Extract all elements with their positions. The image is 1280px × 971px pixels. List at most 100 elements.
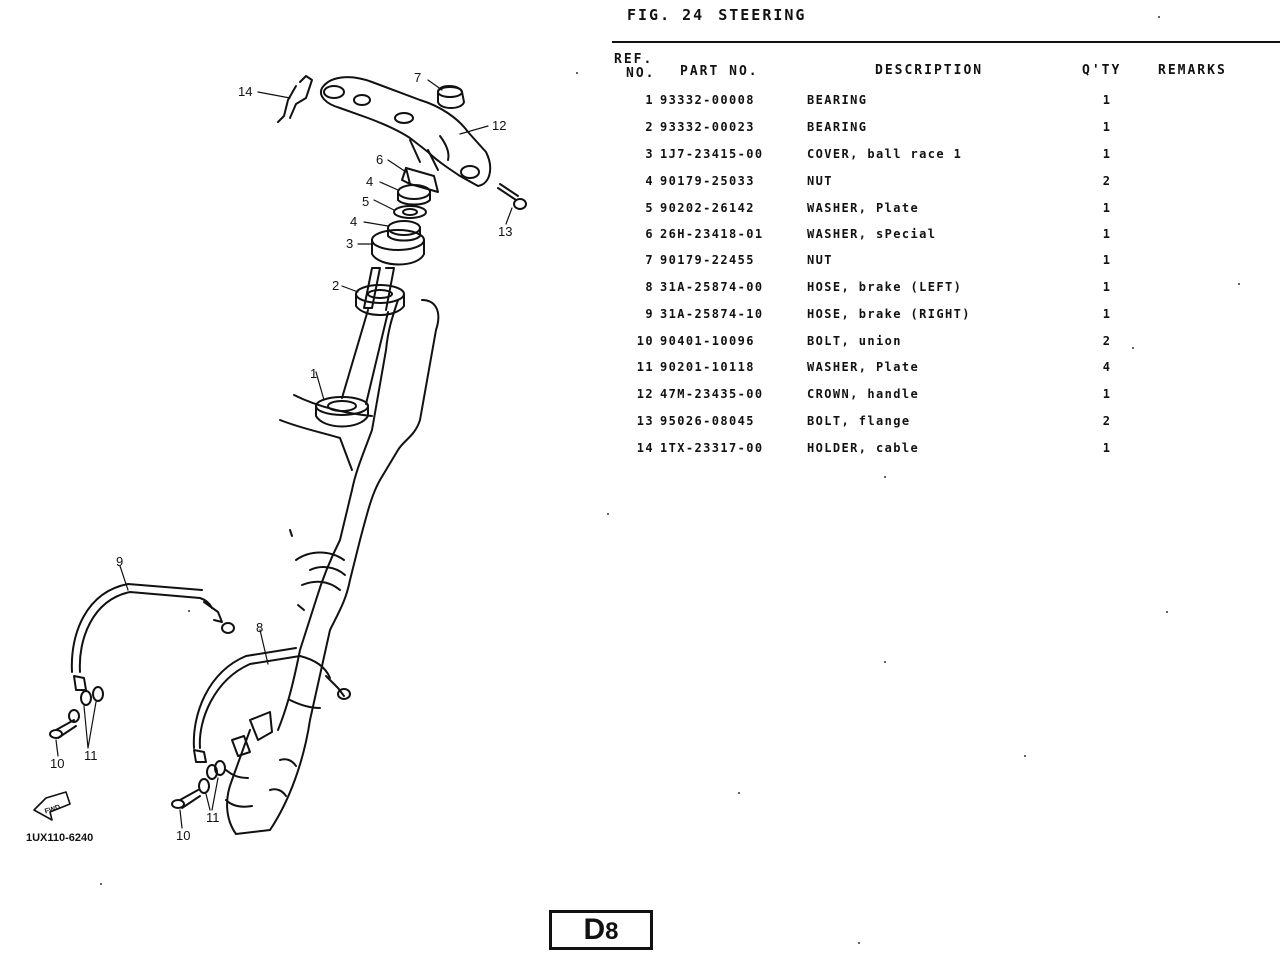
callout-10-left: 10 <box>176 828 190 843</box>
header-remarks: REMARKS <box>1158 63 1227 78</box>
quantity: 1 <box>1102 441 1112 455</box>
header-rule <box>612 41 1280 43</box>
callout-4-lower: 4 <box>350 214 357 229</box>
scan-speck <box>858 942 860 944</box>
frame-outline <box>225 299 440 835</box>
ref-no: 2 <box>645 120 654 134</box>
callout-7: 7 <box>414 70 421 85</box>
callout-5: 5 <box>362 194 369 209</box>
ref-no: 4 <box>645 174 654 188</box>
scan-speck <box>738 792 740 794</box>
special-washer <box>401 167 439 193</box>
table-row: 6 26H-23418-01 WASHER, sPecial 1 <box>612 227 1280 253</box>
callout-11-right: 11 <box>84 748 98 763</box>
scan-speck <box>607 513 609 515</box>
description: CROWN, handle <box>807 387 920 401</box>
scan-speck <box>1024 755 1026 757</box>
page-label-main: D <box>583 913 606 946</box>
figure-name: STEERING <box>718 6 807 24</box>
header-qty: Q'TY <box>1082 63 1122 78</box>
part-no: 1J7-23415-00 <box>660 147 764 161</box>
part-no: 90179-25033 <box>660 174 755 188</box>
description: BOLT, union <box>807 334 902 348</box>
brake-hose-right <box>70 583 235 691</box>
part-no: 47M-23435-00 <box>660 387 764 401</box>
plate-washer <box>393 205 427 219</box>
callout-8: 8 <box>256 620 263 635</box>
ref-no: 13 <box>636 414 654 428</box>
scan-speck <box>1238 283 1240 285</box>
part-no: 26H-23418-01 <box>660 227 764 241</box>
ref-no: 3 <box>645 147 654 161</box>
ref-no: 9 <box>645 307 654 321</box>
ref-no: 12 <box>636 387 654 401</box>
description: BEARING <box>807 120 868 134</box>
table-row: 9 31A-25874-10 HOSE, brake (RIGHT) 1 <box>612 307 1280 333</box>
part-no: 31A-25874-10 <box>660 307 764 321</box>
ref-no: 14 <box>636 441 654 455</box>
table-row: 14 1TX-23317-00 HOLDER, cable 1 <box>612 441 1280 467</box>
quantity: 2 <box>1102 414 1112 428</box>
quantity: 2 <box>1102 334 1112 348</box>
quantity: 1 <box>1102 307 1112 321</box>
callout-3: 3 <box>346 236 353 251</box>
part-no: 95026-08045 <box>660 414 755 428</box>
callout-9: 9 <box>116 554 123 569</box>
ref-no: 1 <box>645 93 654 107</box>
scan-speck <box>188 610 190 612</box>
part-no: 93332-00023 <box>660 120 755 134</box>
quantity: 1 <box>1102 280 1112 294</box>
description: WASHER, Plate <box>807 360 920 374</box>
callout-14: 14 <box>238 84 252 99</box>
fwd-label: FWD <box>44 804 61 816</box>
quantity: 1 <box>1102 253 1112 267</box>
exploded-diagram: 14 7 12 6 4 5 4 3 13 2 1 9 8 10 11 10 11… <box>0 0 610 971</box>
scan-speck <box>884 661 886 663</box>
quantity: 4 <box>1102 360 1112 374</box>
callout-1: 1 <box>310 366 317 381</box>
scan-speck <box>884 476 886 478</box>
description: HOSE, brake (LEFT) <box>807 280 963 294</box>
handle-crown <box>320 76 492 187</box>
callout-12: 12 <box>492 118 506 133</box>
callout-11-left: 11 <box>206 810 220 825</box>
ref-no: 7 <box>645 253 654 267</box>
callout-2: 2 <box>332 278 339 293</box>
description: HOLDER, cable <box>807 441 920 455</box>
leader-lines <box>55 79 513 829</box>
part-no: 1TX-23317-00 <box>660 441 764 455</box>
header-description: DESCRIPTION <box>875 63 984 78</box>
description: WASHER, Plate <box>807 201 920 215</box>
quantity: 1 <box>1102 201 1112 215</box>
callout-6: 6 <box>376 152 383 167</box>
quantity: 1 <box>1102 387 1112 401</box>
part-no: 90202-26142 <box>660 201 755 215</box>
lower-bearing <box>315 396 369 428</box>
scan-speck <box>1158 16 1160 18</box>
quantity: 2 <box>1102 174 1112 188</box>
callout-4-upper: 4 <box>366 174 373 189</box>
ref-no: 6 <box>645 227 654 241</box>
description: NUT <box>807 174 833 188</box>
flange-bolt <box>497 183 527 210</box>
description: NUT <box>807 253 833 267</box>
description: WASHER, sPecial <box>807 227 937 241</box>
part-no: 90179-22455 <box>660 253 755 267</box>
scan-speck <box>1166 611 1168 613</box>
quantity: 1 <box>1102 227 1112 241</box>
page-label-sub: 8 <box>605 918 619 945</box>
header-part-no: PART NO. <box>680 64 759 79</box>
header-ref-line2: NO. <box>626 66 656 81</box>
description: HOSE, brake (RIGHT) <box>807 307 971 321</box>
part-no: 90201-10118 <box>660 360 755 374</box>
table-row: 4 90179-25033 NUT 2 <box>612 174 1280 200</box>
ref-no: 10 <box>636 334 654 348</box>
union-bolt-right <box>49 686 104 739</box>
scan-speck <box>1132 347 1134 349</box>
description: BEARING <box>807 93 868 107</box>
table-row: 12 47M-23435-00 CROWN, handle 1 <box>612 387 1280 413</box>
